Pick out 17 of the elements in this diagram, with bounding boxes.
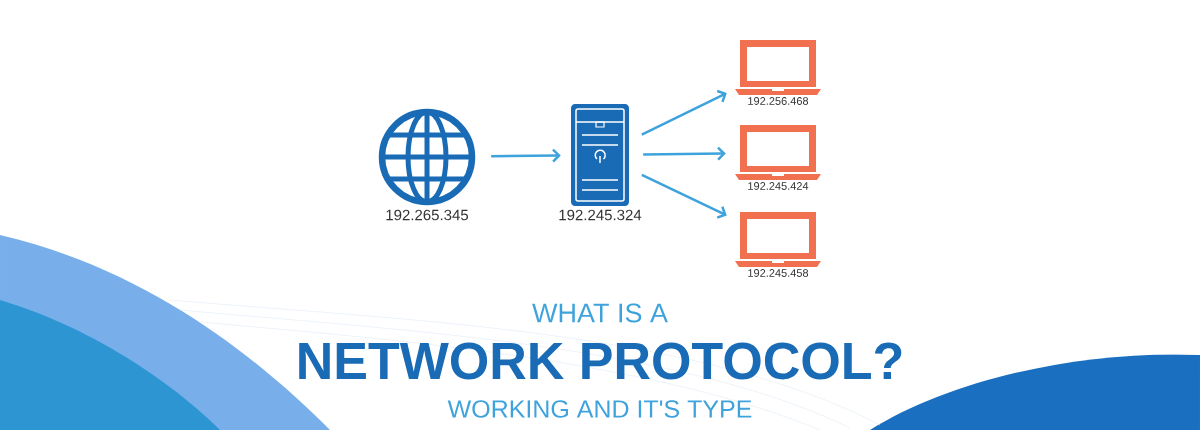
laptop-icon (735, 40, 821, 95)
laptop-icon (735, 125, 821, 180)
ip-address-label: 192.245.424 (748, 182, 809, 190)
arrow (641, 173, 727, 219)
ip-address-label: 192.265.345 (386, 209, 469, 221)
subtitle: WORKING AND IT'S TYPE (447, 400, 752, 418)
arrow (643, 146, 726, 161)
ip-address-label: 192.245.458 (748, 269, 809, 277)
server-icon (571, 104, 629, 206)
subtitle: WHAT IS A (532, 303, 668, 323)
ip-address-label: 192.256.468 (748, 97, 809, 105)
ip-address-label: 192.245.324 (559, 209, 642, 221)
title: NETWORK PROTOCOL? (299, 342, 902, 380)
arrow (491, 148, 561, 163)
arrow (641, 89, 727, 136)
laptop-icon (735, 212, 821, 267)
globe-icon (378, 108, 476, 206)
